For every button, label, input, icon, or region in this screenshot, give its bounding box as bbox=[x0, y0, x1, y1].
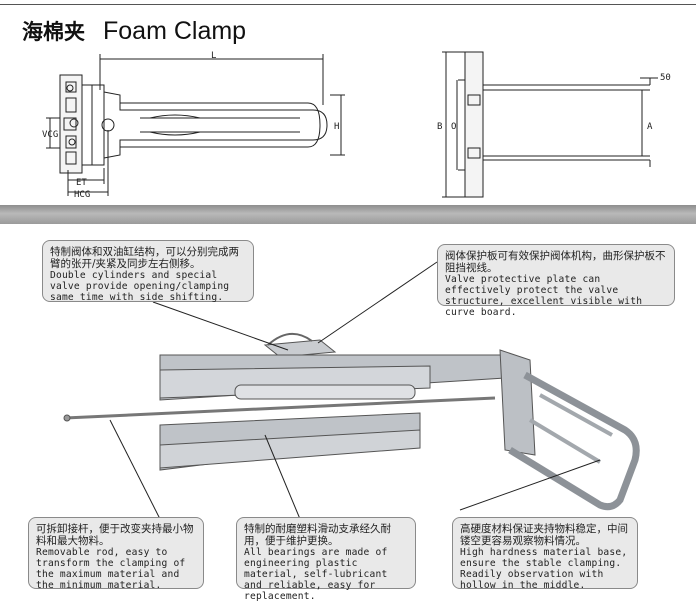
dimension-b-label: B bbox=[437, 122, 442, 132]
callout-base-zh: 高硬度材料保证夹持物料稳定，中间镂空更容易观察物料情况。 bbox=[460, 523, 628, 547]
callout-base-en: High hardness material base, ensure the … bbox=[460, 547, 628, 591]
front-view-drawing bbox=[442, 51, 658, 198]
title-english: Foam Clamp bbox=[103, 17, 247, 45]
callout-rod-zh: 可拆卸接杆，便于改变夹持最小物料和最大物料。 bbox=[36, 523, 194, 547]
foam-clamp-illustration bbox=[63, 333, 640, 511]
dimension-height-label: H bbox=[334, 122, 339, 132]
callout-plate-zh: 阀体保护板可有效保护阀体机构，曲形保护板不阻挡视线。 bbox=[445, 250, 666, 274]
dimension-o-label: O bbox=[451, 122, 456, 132]
dimension-a-label: A bbox=[647, 122, 653, 132]
callout-bearings: 特制的耐磨塑料滑动支承经久耐用，便于维护更换。 All bearings are… bbox=[236, 517, 416, 602]
callout-bearing-en: All bearings are made of engineering pla… bbox=[244, 547, 388, 602]
callout-removable-rod: 可拆卸接杆，便于改变夹持最小物料和最大物料。 Removable rod, ea… bbox=[28, 517, 204, 591]
top-rule bbox=[0, 4, 696, 5]
side-view-drawing bbox=[46, 54, 345, 196]
dimension-50-label: 50 bbox=[660, 73, 671, 83]
dimension-hcg-label: HCG bbox=[74, 190, 90, 200]
callout-protective-plate: 阀体保护板可有效保护阀体机构，曲形保护板不阻挡视线。 Valve protect… bbox=[437, 244, 675, 318]
page-title: 海棉夹 Foam Clamp bbox=[22, 16, 246, 46]
callout-bearing-zh: 特制的耐磨塑料滑动支承经久耐用，便于维护更换。 bbox=[244, 523, 391, 547]
callout-valve-en: Double cylinders and special valve provi… bbox=[50, 270, 230, 303]
dimension-et-label: ET bbox=[76, 178, 87, 188]
dimension-length-label: L bbox=[211, 51, 216, 61]
callout-valve-structure: 特制阀体和双油缸结构，可以分别完成两臂的张开/夹紧及同步左右侧移。 Double… bbox=[42, 240, 254, 303]
dimension-vcg-label: VCG bbox=[42, 130, 58, 140]
callout-rod-en: Removable rod, easy to transform the cla… bbox=[36, 547, 186, 591]
callout-valve-zh: 特制阀体和双油缸结构，可以分别完成两臂的张开/夹紧及同步左右侧移。 bbox=[50, 246, 239, 270]
callout-plate-en: Valve protective plate can effectively p… bbox=[445, 274, 643, 318]
callout-material-base: 高硬度材料保证夹持物料稳定，中间镂空更容易观察物料情况。 High hardne… bbox=[452, 517, 638, 591]
title-chinese: 海棉夹 bbox=[22, 20, 85, 44]
callout-leader-lines bbox=[109, 261, 601, 520]
separator-band bbox=[0, 205, 696, 224]
